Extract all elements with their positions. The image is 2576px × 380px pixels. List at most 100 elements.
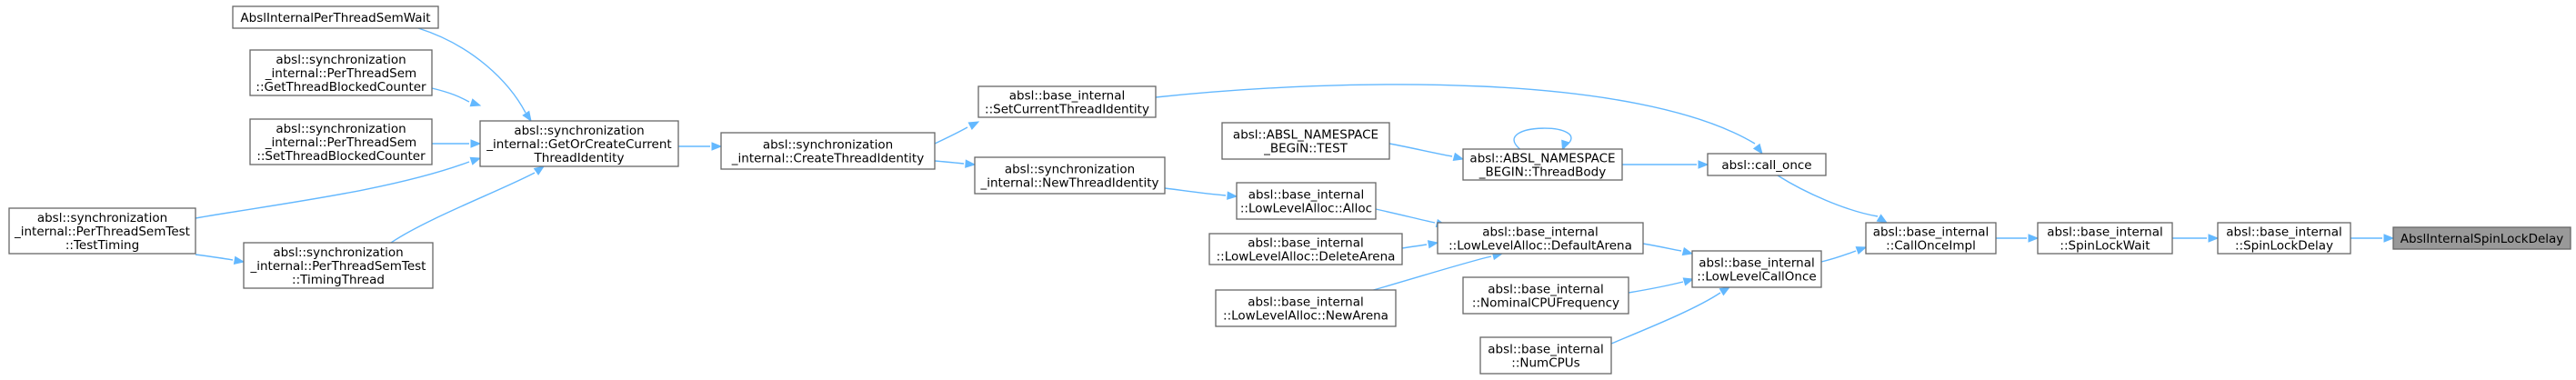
node-label-line: _BEGIN::TEST [1263, 142, 1348, 156]
node-box [2392, 226, 2571, 250]
node-label-line: ::SpinLockWait [2060, 239, 2150, 254]
node-box [479, 120, 679, 167]
node-label-line: _internal::PerThreadSem [265, 135, 416, 150]
node-call_once[interactable]: absl::call_once [1707, 153, 1827, 176]
node-label-line: absl::base_internal [1873, 225, 1989, 240]
node-box [1437, 222, 1644, 255]
node-label-line: ::LowLevelAlloc::NewArena [1223, 309, 1388, 324]
node-test[interactable]: absl::ABSL_NAMESPACE_BEGIN::TEST [1221, 122, 1390, 160]
node-box [1707, 153, 1827, 176]
node-getblocked[interactable]: absl::synchronization_internal::PerThrea… [249, 49, 433, 96]
edge-setblocked-to-getorcreate [432, 139, 482, 148]
edge-nominalcpu-to-lowlevelcallonce [1628, 277, 1695, 294]
node-label-line: AbslInternalPerThreadSemWait [240, 11, 430, 25]
node-lowlevelcallonce[interactable]: absl::base_internal::LowLevelCallOnce [1691, 250, 1822, 288]
node-box [1691, 250, 1822, 288]
node-box [2037, 222, 2173, 255]
node-box [1236, 182, 1377, 220]
node-box [1215, 289, 1397, 327]
node-label-line: ::CallOnceImpl [1886, 239, 1976, 254]
edge-setcurrentthreadidentity-to-call_once [1155, 84, 1763, 155]
node-label-line: _internal::PerThreadSemTest [250, 259, 426, 274]
node-label-line: ThreadIdentity [534, 151, 625, 165]
node-defaultarena[interactable]: absl::base_internal::LowLevelAlloc::Defa… [1437, 222, 1644, 255]
node-label-line: ::SetCurrentThreadIdentity [985, 103, 1149, 117]
node-label-line: ::SpinLockDelay [2235, 239, 2333, 254]
node-label-line: absl::synchronization [37, 211, 167, 225]
node-spinlockwait[interactable]: absl::base_internal::SpinLockWait [2037, 222, 2173, 255]
node-box [1462, 148, 1623, 181]
node-label-line: absl::base_internal [1248, 188, 1364, 203]
node-semwait[interactable]: AbslInternalPerThreadSemWait [232, 5, 439, 29]
edge-createthreadidentity-to-newthreadidentity [934, 159, 977, 168]
node-label-line: absl::synchronization [1005, 163, 1135, 177]
node-label-line: absl::synchronization [514, 124, 644, 138]
node-box [977, 85, 1157, 118]
node-box [1221, 122, 1390, 160]
node-label-line: absl::base_internal [1488, 343, 1603, 357]
edge-testtiming-to-getorcreate [195, 156, 482, 219]
node-alloc[interactable]: absl::base_internal::LowLevelAlloc::Allo… [1236, 182, 1377, 220]
node-label-line: absl::base_internal [1699, 256, 1814, 271]
node-spinlockdelay[interactable]: absl::base_internal::SpinLockDelay [2217, 222, 2351, 255]
edge-call_once-to-calloncempl [1777, 175, 1889, 224]
node-calloncempl[interactable]: absl::base_internal::CallOnceImpl [1865, 222, 1997, 255]
edge-spinlockdelay-to-root [2350, 234, 2395, 243]
node-label-line: _BEGIN::ThreadBody [1478, 165, 1606, 180]
node-label-line: absl::synchronization [763, 138, 893, 153]
node-label-line: absl::base_internal [2226, 225, 2341, 240]
node-box [1479, 336, 1612, 375]
edge-deletearena-to-defaultarena [1401, 240, 1439, 249]
node-label-line: ::LowLevelAlloc::DeleteArena [1217, 250, 1396, 265]
node-numcpus[interactable]: absl::base_internal::NumCPUs [1479, 336, 1612, 375]
node-label-line: ::NominalCPUFrequency [1472, 296, 1619, 311]
edge-testtiming-to-timingthread [195, 254, 246, 265]
node-label-line: _internal::CreateThreadIdentity [731, 152, 924, 166]
node-label-line: ::SetThreadBlockedCounter [256, 149, 426, 164]
node-label-line: absl::synchronization [276, 53, 406, 67]
node-label-line: _internal::NewThreadIdentity [979, 176, 1158, 191]
node-label-line: absl::synchronization [273, 245, 403, 260]
edge-threadbody-to-threadbody [1513, 127, 1572, 152]
node-box [249, 118, 433, 165]
node-label-line: ::TestTiming [65, 238, 139, 253]
nodes-layer: AbslInternalSpinLockDelayabsl::base_inte… [8, 5, 2571, 375]
node-box [720, 132, 936, 170]
edge-createthreadidentity-to-setcurrentthreadidentity [934, 121, 980, 145]
node-newarena[interactable]: absl::base_internal::LowLevelAlloc::NewA… [1215, 289, 1397, 327]
node-label-line: absl::base_internal [1248, 295, 1363, 310]
node-label-line: ::GetThreadBlockedCounter [256, 80, 426, 95]
edge-getorcreate-to-createthreadidentity [678, 142, 723, 151]
node-label-line: absl::base_internal [1488, 283, 1603, 297]
edge-semwait-to-getorcreate [417, 27, 532, 123]
node-label-line: absl::base_internal [1482, 225, 1598, 240]
edge-defaultarena-to-lowlevelcallonce [1642, 243, 1694, 256]
node-threadbody[interactable]: absl::ABSL_NAMESPACE_BEGIN::ThreadBody [1462, 148, 1623, 181]
node-label-line: ::LowLevelCallOnce [1697, 270, 1816, 285]
node-label-line: AbslInternalSpinLockDelay [2401, 232, 2564, 246]
node-setcurrentthreadidentity[interactable]: absl::base_internal::SetCurrentThreadIde… [977, 85, 1157, 118]
node-label-line: absl::base_internal [2047, 225, 2162, 240]
node-root: AbslInternalSpinLockDelay [2392, 226, 2571, 250]
node-timingthread[interactable]: absl::synchronization_internal::PerThrea… [243, 242, 434, 289]
edge-calloncempl-to-spinlockwait [1996, 234, 2040, 243]
node-label-line: _internal::PerThreadSemTest [14, 225, 190, 239]
edge-test-to-threadbody [1388, 143, 1465, 161]
edge-getblocked-to-getorcreate [431, 87, 482, 107]
edge-spinlockwait-to-spinlockdelay [2172, 234, 2220, 243]
node-getorcreate[interactable]: absl::synchronization_internal::GetOrCre… [479, 120, 679, 167]
edge-newthreadidentity-to-alloc [1164, 187, 1238, 200]
node-testtiming[interactable]: absl::synchronization_internal::PerThrea… [8, 207, 196, 255]
edge-alloc-to-defaultarena [1375, 208, 1448, 228]
node-label-line: absl::synchronization [276, 122, 406, 136]
node-label-line: absl::call_once [1721, 158, 1811, 173]
node-createthreadidentity[interactable]: absl::synchronization_internal::CreateTh… [720, 132, 936, 170]
node-newthreadidentity[interactable]: absl::synchronization_internal::NewThrea… [974, 156, 1166, 195]
node-label-line: ::TimingThread [292, 273, 385, 287]
node-nominalcpu[interactable]: absl::base_internal::NominalCPUFrequency [1462, 276, 1629, 315]
node-label-line: ::LowLevelAlloc::DefaultArena [1448, 239, 1632, 254]
node-deletearena[interactable]: absl::base_internal::LowLevelAlloc::Dele… [1208, 233, 1403, 265]
node-setblocked[interactable]: absl::synchronization_internal::PerThrea… [249, 118, 433, 165]
node-label-line: ::LowLevelAlloc::Alloc [1240, 202, 1372, 216]
